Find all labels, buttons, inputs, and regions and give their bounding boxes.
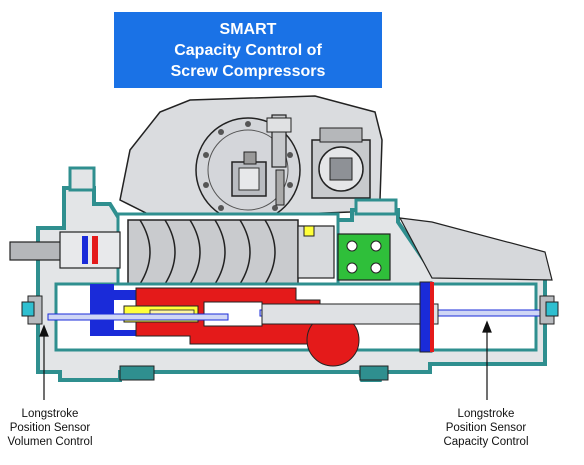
- title-line-1: SMART: [219, 20, 277, 38]
- title-line-3: Screw Compressors: [170, 62, 326, 80]
- label-left-line-3: Volumen Control: [7, 436, 93, 448]
- label-right-line-2: Position Sensor: [445, 422, 527, 434]
- title-line-2: Capacity Control of: [174, 41, 322, 59]
- pointer-left: [39, 324, 49, 400]
- oil-channel: [90, 284, 114, 336]
- label-right-line-3: Capacity Control: [443, 436, 529, 448]
- label-capacity-sensor: Longstroke Position Sensor Capacity Cont…: [436, 407, 536, 449]
- coupling: [337, 233, 391, 281]
- sensor-rod-volumen: [47, 313, 229, 321]
- label-right-line-1: Longstroke: [457, 408, 515, 420]
- right-bracket: [398, 217, 553, 281]
- label-volumen-sensor: Longstroke Position Sensor Volumen Contr…: [4, 407, 96, 449]
- label-left-line-2: Position Sensor: [9, 422, 91, 434]
- pointer-right: [482, 320, 492, 400]
- title-banner: SMART Capacity Control of Screw Compress…: [114, 12, 382, 88]
- screw-rotor: [127, 219, 299, 285]
- label-left-line-1: Longstroke: [21, 408, 79, 420]
- rotor-threads: [139, 219, 276, 285]
